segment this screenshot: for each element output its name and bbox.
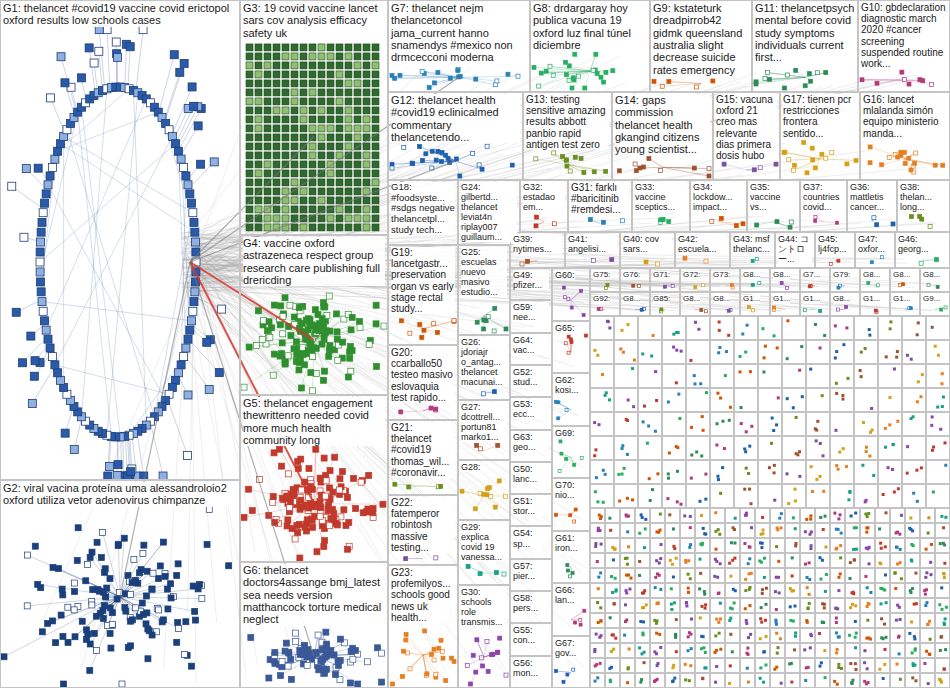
graph-canvas: G1: thelancet #covid19 vaccine covid eri… [0, 0, 950, 688]
